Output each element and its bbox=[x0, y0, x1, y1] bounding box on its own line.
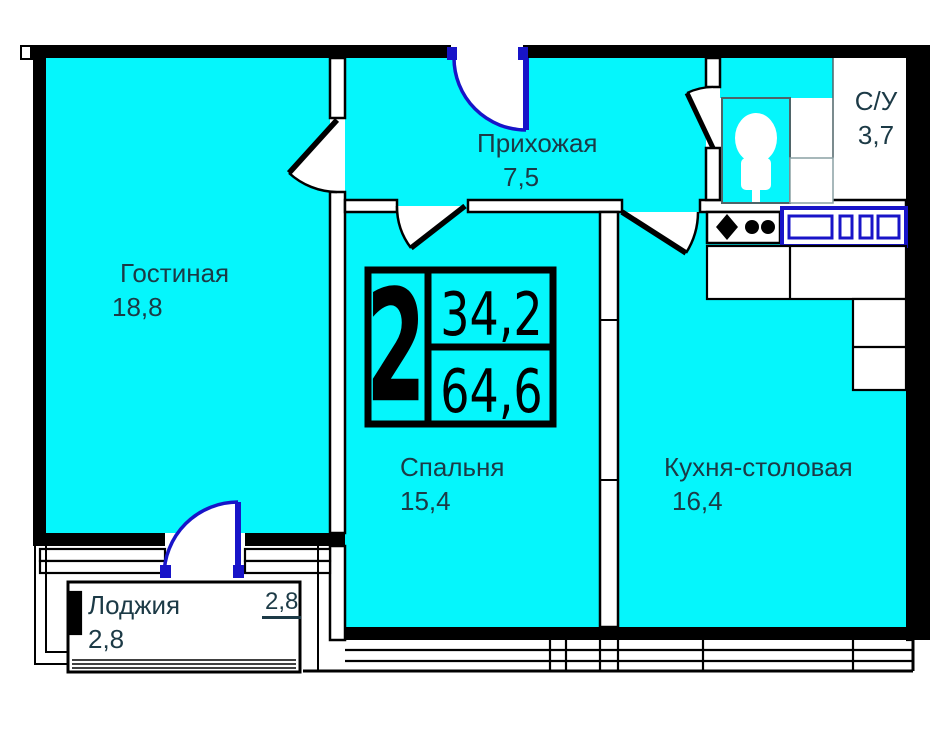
room-name-bathroom: С/У bbox=[854, 86, 898, 116]
windows bbox=[34, 546, 915, 674]
living-room-door bbox=[286, 118, 340, 194]
wall-hall-bedroom-b bbox=[466, 198, 624, 214]
bathroom-fixtures bbox=[721, 58, 834, 204]
badge-room-count: 2 bbox=[366, 258, 426, 438]
room-label-kitchen: Кухня-столовая 16,4 bbox=[664, 450, 853, 518]
room-name-bedroom: Спальня bbox=[400, 452, 505, 482]
kitchen-sink-module-1 bbox=[787, 214, 834, 240]
loggia-window-left-2 bbox=[38, 559, 167, 575]
loggia-door bbox=[160, 500, 244, 578]
loggia-door-jamb-right bbox=[233, 565, 244, 578]
washbasin-icon bbox=[789, 157, 834, 204]
doors bbox=[160, 47, 716, 578]
wall-bedroom-kitchen-bottom bbox=[345, 627, 906, 640]
kitchen-door bbox=[620, 209, 700, 256]
kitchen-sink-module-3 bbox=[858, 214, 874, 240]
loggia-left-pier bbox=[66, 590, 83, 636]
loggia-width-dimension: 2,8 bbox=[262, 589, 302, 619]
room-area-kitchen: 16,4 bbox=[672, 486, 723, 516]
room-area-bedroom: 15,4 bbox=[400, 486, 451, 516]
room-name-kitchen: Кухня-столовая bbox=[664, 452, 853, 482]
room-label-bedroom: Спальня 15,4 bbox=[400, 450, 504, 518]
kitchen-sink-module-4 bbox=[876, 214, 901, 240]
kitchen-sink-module-2 bbox=[838, 214, 854, 240]
bathroom-door-leaf bbox=[684, 91, 716, 150]
living-door-leaf bbox=[286, 118, 340, 175]
entrance-opening bbox=[451, 44, 523, 59]
outer-walls bbox=[20, 44, 930, 640]
stove-burner-diamond-icon bbox=[716, 214, 738, 240]
bathroom-floor-strip bbox=[720, 58, 833, 98]
wall-living-bedroom bbox=[328, 190, 347, 535]
kitchen-counter-right bbox=[851, 297, 908, 392]
kitchen-door-leaf bbox=[620, 209, 688, 256]
loggia-door-swing bbox=[164, 502, 238, 576]
balcony-outer-line-2 bbox=[45, 546, 68, 653]
bedroom-door-arc bbox=[395, 205, 413, 249]
room-area-living: 18,8 bbox=[112, 292, 163, 322]
room-name-hallway: Прихожая bbox=[477, 128, 598, 158]
area-badge bbox=[364, 266, 557, 428]
entrance-door-arc bbox=[452, 57, 527, 132]
wall-left bbox=[33, 58, 46, 545]
entrance-door-swing bbox=[454, 58, 526, 130]
wall-living-bottom-left bbox=[33, 533, 165, 546]
room-name-living: Гостиная bbox=[120, 258, 230, 288]
wall-hall-bath-lower bbox=[704, 146, 722, 202]
room-label-loggia: Лоджия 2,8 bbox=[88, 588, 180, 656]
wall-hall-bedroom-a bbox=[343, 198, 399, 214]
room-label-bathroom: С/У 3,7 bbox=[843, 84, 909, 152]
entrance-door-jamb-left bbox=[447, 47, 457, 60]
stove-burner-icon-1 bbox=[745, 220, 759, 234]
loggia-outline bbox=[66, 580, 302, 674]
loggia-window-right-2 bbox=[243, 559, 332, 575]
wall-hall-bath-upper bbox=[704, 56, 722, 89]
room-label-hallway: Прихожая 7,5 bbox=[477, 126, 597, 194]
wall-living-bedroom-lower bbox=[328, 544, 347, 642]
badge-total-area: 64,6 bbox=[440, 355, 543, 426]
badge-living-area: 34,2 bbox=[440, 278, 543, 349]
kitchen-sink-unit bbox=[780, 206, 908, 248]
room-label-living: Гостиная 18,8 bbox=[112, 256, 229, 324]
bedroom-door bbox=[395, 203, 467, 251]
room-area-bathroom: 3,7 bbox=[857, 120, 895, 150]
stove-burner-icon-2 bbox=[761, 220, 775, 234]
living-door-swing bbox=[289, 120, 337, 192]
wall-living-hall-upper bbox=[328, 56, 347, 120]
toilet-bowl-icon bbox=[735, 113, 777, 163]
wall-bedroom-kitchen bbox=[598, 210, 620, 629]
room-area-loggia: 2,8 bbox=[88, 624, 125, 654]
inner-walls bbox=[328, 56, 908, 642]
wall-living-bottom-right bbox=[245, 533, 345, 546]
bathroom-door bbox=[684, 85, 716, 150]
kitchen-fixtures bbox=[705, 206, 908, 392]
loggia-door-jamb-left bbox=[160, 565, 171, 578]
toilet-tank-icon bbox=[741, 158, 771, 190]
room-name-loggia: Лоджия bbox=[88, 590, 181, 620]
living-door-arc bbox=[288, 172, 338, 194]
wall-topleft-step bbox=[20, 45, 33, 60]
room-area-hallway: 7,5 bbox=[503, 162, 540, 192]
loggia-window-left-1 bbox=[38, 547, 167, 563]
kitchen-counter-top bbox=[705, 244, 908, 301]
entrance-door bbox=[447, 47, 529, 132]
loggia-door-arc bbox=[162, 500, 239, 577]
living-room-floor bbox=[46, 58, 330, 533]
entrance-door-jamb-right bbox=[518, 47, 528, 60]
wall-right bbox=[906, 45, 930, 640]
balcony-outer-line-1 bbox=[34, 546, 68, 665]
bedroom-door-leaf bbox=[409, 203, 467, 251]
